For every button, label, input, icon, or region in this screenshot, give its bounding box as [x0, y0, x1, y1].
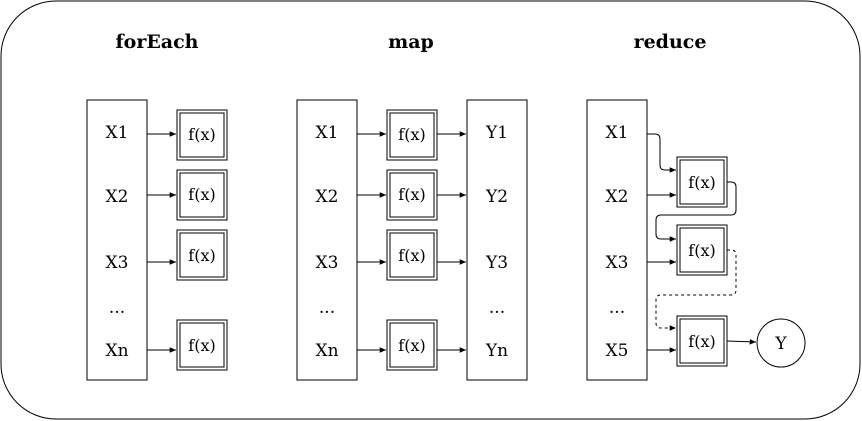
map-input-n: Xn: [315, 341, 338, 361]
reduce-func-last: f(x): [676, 315, 728, 367]
reduce-arrow-x1: [647, 133, 676, 173]
reduce-arrow-acc-1: [655, 181, 737, 242]
foreach-func-n-label: f(x): [188, 336, 215, 355]
foreach-func-2-label: f(x): [188, 185, 215, 204]
foreach-func-1: f(x): [176, 109, 228, 161]
map-input-3: X3: [316, 253, 339, 273]
map-output-column: [466, 99, 528, 381]
map-func-1: f(x): [386, 109, 438, 161]
foreach-func-3: f(x): [176, 229, 228, 281]
reduce-input-2: X2: [606, 187, 629, 207]
reduce-func-1: f(x): [676, 156, 728, 208]
map-func-n: f(x): [386, 319, 438, 371]
foreach-title: forEach: [115, 31, 198, 53]
map-func-3: f(x): [386, 229, 438, 281]
map-func-3-label: f(x): [398, 246, 425, 265]
reduce-title: reduce: [634, 31, 707, 53]
map-func-2: f(x): [386, 169, 438, 221]
map-input-2: X2: [316, 187, 339, 207]
foreach-func-3-label: f(x): [188, 246, 215, 265]
map-output-1: Y1: [485, 123, 508, 143]
map-input-column: [296, 99, 358, 381]
map-func-2-label: f(x): [398, 185, 425, 204]
reduce-func-1-label: f(x): [688, 173, 715, 192]
map-func-1-label: f(x): [398, 125, 425, 144]
reduce-func-last-label: f(x): [688, 332, 715, 351]
foreach-input-1: X1: [106, 123, 129, 143]
reduce-section: reduce X1 X2 X3 ... X5 f(x) f(x) f(x): [586, 31, 806, 381]
map-func-n-label: f(x): [398, 336, 425, 355]
foreach-func-n: f(x): [176, 319, 228, 371]
reduce-arrow-result: [726, 338, 757, 345]
foreach-input-ellipsis: ...: [109, 298, 125, 318]
map-output-n: Yn: [485, 341, 508, 361]
map-section: map X1 X2 X3 ... Xn f(x) f(x) f(x) f(x): [296, 31, 528, 381]
map-title: map: [388, 31, 434, 53]
foreach-input-n: Xn: [105, 341, 128, 361]
reduce-result-label: Y: [774, 334, 787, 354]
reduce-input-5: X5: [606, 341, 629, 361]
foreach-func-2: f(x): [176, 169, 228, 221]
map-output-ellipsis: ...: [489, 298, 505, 318]
reduce-func-2: f(x): [676, 224, 728, 276]
reduce-input-column: [586, 99, 648, 381]
foreach-input-2: X2: [106, 187, 129, 207]
reduce-result-node: [756, 318, 806, 368]
foreach-input-column: [86, 99, 148, 381]
reduce-arrow-acc-dashed: [655, 249, 737, 331]
foreach-func-1-label: f(x): [188, 125, 215, 144]
foreach-input-3: X3: [106, 253, 129, 273]
map-output-2: Y2: [485, 187, 508, 207]
reduce-input-ellipsis: ...: [609, 298, 625, 318]
map-output-3: Y3: [485, 253, 508, 273]
map-input-1: X1: [316, 123, 339, 143]
foreach-section: forEach X1 X2 X3 ... Xn f(x) f(x) f(x) f…: [86, 31, 228, 381]
reduce-input-3: X3: [606, 253, 629, 273]
reduce-func-2-label: f(x): [688, 241, 715, 260]
reduce-input-1: X1: [606, 123, 629, 143]
map-input-ellipsis: ...: [319, 298, 335, 318]
